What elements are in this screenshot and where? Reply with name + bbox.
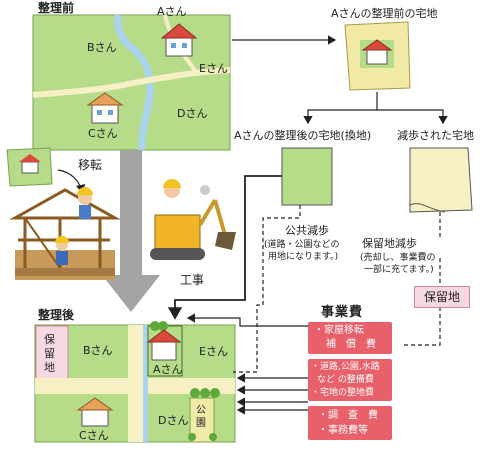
channel — [143, 325, 148, 442]
park-label-2: 園 — [196, 418, 206, 429]
relocation-label: 移転 — [78, 158, 103, 172]
before-owner-e: Eさん — [199, 62, 228, 75]
reserve-reduction-title: 保留地減歩 — [362, 237, 417, 250]
arrow-to-reduced — [377, 109, 448, 125]
after-reserve-2: 留 — [44, 347, 55, 360]
carpentry-illustration — [9, 187, 121, 280]
house-c-before — [86, 92, 124, 124]
house-a-before — [160, 23, 198, 57]
before-title: 整理前 — [38, 1, 75, 15]
cost-facilities-box: ・道路,公園,水路 など の整備費 ・宅地の整地費 — [308, 359, 392, 401]
a-before-parcel — [344, 21, 411, 91]
reduced-land-label: 減歩された宅地 — [397, 129, 474, 142]
after-owner-e: Eさん — [199, 345, 228, 358]
relocation-parcel — [6, 147, 53, 187]
after-reserve-1: 保 — [44, 333, 55, 346]
reserve-reduction-note-2: 一部に充てます。) — [364, 265, 434, 275]
cost-survey-line2: ・事務費等 — [318, 425, 368, 436]
reserve-land-after — [35, 325, 69, 381]
before-owner-d: Dさん — [177, 107, 208, 120]
before-owner-c: Cさん — [88, 127, 118, 140]
arrow-to-a-after — [303, 109, 377, 125]
park-label-1: 公 — [196, 405, 206, 416]
after-owner-c: Cさん — [79, 429, 109, 442]
a-before-land-label: Aさんの整理前の宅地 — [331, 7, 438, 20]
cost-relocation-line2: 補 償 費 — [326, 339, 376, 350]
relocation-arrow — [57, 169, 86, 194]
cost-facilities-line3: ・宅地の整地費 — [311, 388, 375, 398]
public-reduction-note-2: 用地になります。) — [268, 252, 339, 262]
before-map — [32, 14, 231, 151]
construction-label: 工事 — [180, 273, 205, 287]
public-reduction-title: 公共減歩 — [285, 224, 329, 237]
road-vertical — [128, 325, 144, 442]
after-owner-d: Dさん — [158, 414, 189, 427]
arrow-relocation-cost — [186, 313, 308, 327]
cost-facilities-line2: など の整備費 — [317, 375, 374, 385]
costs-title: 事業費 — [321, 305, 364, 320]
after-owner-b: Bさん — [83, 344, 113, 357]
excavator-illustration — [150, 179, 236, 260]
a-after-land-label: Aさんの整理後の宅地(換地) — [234, 129, 372, 142]
before-owner-a: Aさん — [157, 5, 187, 18]
house-c-after — [76, 397, 114, 427]
after-owner-a: Aさん — [153, 363, 183, 376]
cost-relocation-box: ・家屋移転 補 償 費 — [308, 322, 392, 354]
after-reserve-3: 地 — [44, 361, 55, 374]
arrow-a-after-to-map — [167, 175, 282, 320]
cost-survey-line1: ・調 査 費 — [318, 410, 378, 421]
reserve-land-box: 保留地 — [414, 286, 470, 308]
a-after-parcel — [281, 147, 333, 206]
public-reduction-note-1: (道路・公園などの — [264, 240, 340, 250]
reduced-parcel — [409, 147, 473, 213]
reserve-reduction-note-1: (売却し、事業費の — [360, 253, 436, 263]
cost-facilities-line1: ・道路,公園,水路 — [311, 362, 380, 372]
cost-survey-box: ・調 査 費 ・事務費等 — [308, 406, 392, 440]
before-owner-b: Bさん — [87, 41, 117, 54]
after-map — [34, 321, 236, 443]
after-title: 整理後 — [38, 308, 75, 322]
footpath — [32, 67, 231, 98]
house-a-after — [146, 329, 182, 361]
reserve-reduction-line — [402, 212, 441, 346]
cost-relocation-line1: ・家屋移転 — [314, 325, 364, 336]
big-down-arrow — [102, 150, 160, 312]
public-reduction-line — [233, 205, 301, 373]
stream — [114, 14, 154, 151]
